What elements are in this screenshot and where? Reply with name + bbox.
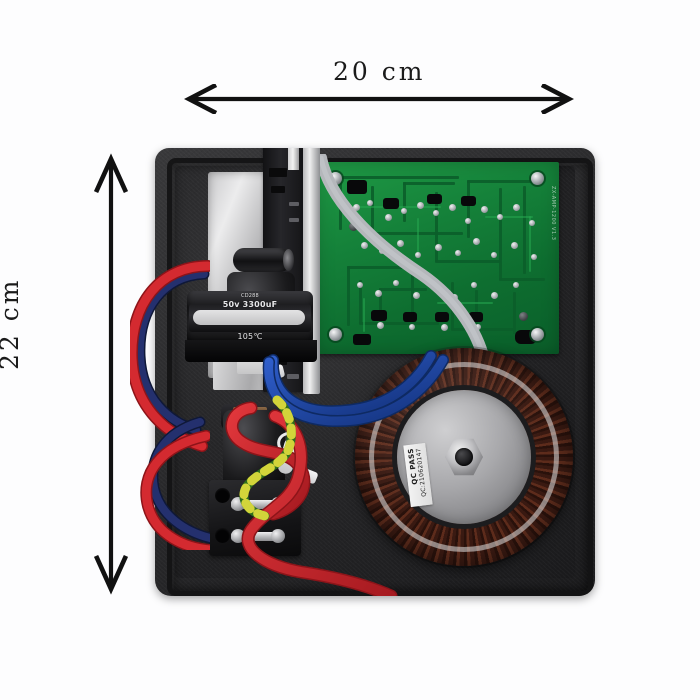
capacitor-base-shadow xyxy=(185,340,317,362)
pcb-screw-bottom-left xyxy=(329,328,342,341)
height-dimension-arrow xyxy=(93,153,129,595)
width-dimension-arrow xyxy=(184,84,574,114)
pcb-screw-top-right xyxy=(531,172,544,185)
toroid-mounting-bolt xyxy=(455,448,473,466)
driver-board-capacitor xyxy=(233,248,291,272)
driver-board-capacitor-end xyxy=(283,249,294,271)
main-green-pcb: ZX-AMP-1200 V1.3 xyxy=(317,162,559,354)
terminal-screw-1 xyxy=(231,497,245,511)
terminal-screw-4 xyxy=(271,529,285,543)
pcb-silkscreen-text: ZX-AMP-1200 V1.3 xyxy=(550,186,556,241)
driver-board-bracket-tab xyxy=(288,148,299,170)
terminal-screw-3 xyxy=(231,529,245,543)
device-enclosure: ZX-AMP-1200 V1.3 xyxy=(155,148,595,596)
capacitor-polarity-stripe xyxy=(193,310,305,325)
terminal-screw-2 xyxy=(271,497,285,511)
width-dimension-label: 20 cm xyxy=(333,57,426,86)
pcb-screw-bottom-right xyxy=(531,328,544,341)
pcb-screw-top-left xyxy=(329,172,342,185)
screw-terminal-block xyxy=(209,480,301,556)
height-dimension-label: 22 cm xyxy=(0,277,24,370)
